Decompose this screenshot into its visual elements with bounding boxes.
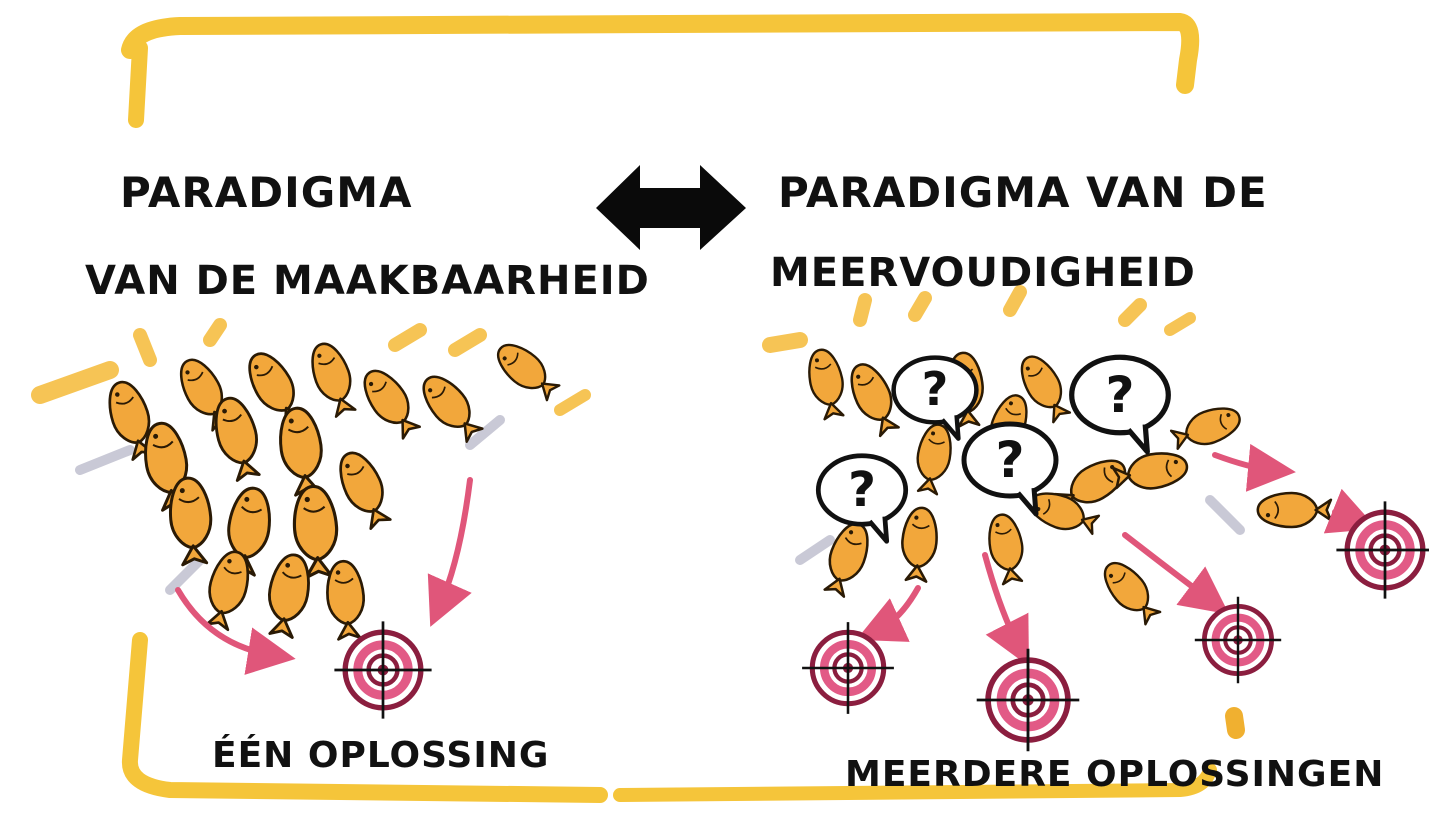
right-title-line2: MEERVOUDIGHEID (770, 250, 1196, 296)
left-title-line2: VAN DE MAAKBAARHEID (85, 258, 650, 304)
left-title-line1: PARADIGMA (120, 168, 413, 217)
left-caption: ÉÉN OPLOSSING (212, 735, 549, 776)
double-arrow-icon (596, 165, 746, 250)
svg-text:?: ? (848, 462, 876, 518)
target-icon (1195, 597, 1281, 683)
target-icon (334, 621, 431, 718)
question-bubble-icon: ? (1072, 357, 1169, 452)
right-title-line1: PARADIGMA VAN DE (778, 168, 1268, 217)
svg-text:?: ? (922, 362, 949, 416)
target-icon (802, 622, 894, 714)
svg-text:?: ? (995, 431, 1024, 489)
target-icon (977, 649, 1080, 752)
svg-text:?: ? (1105, 366, 1134, 424)
right-caption: MEERDERE OPLOSSINGEN (845, 754, 1384, 795)
